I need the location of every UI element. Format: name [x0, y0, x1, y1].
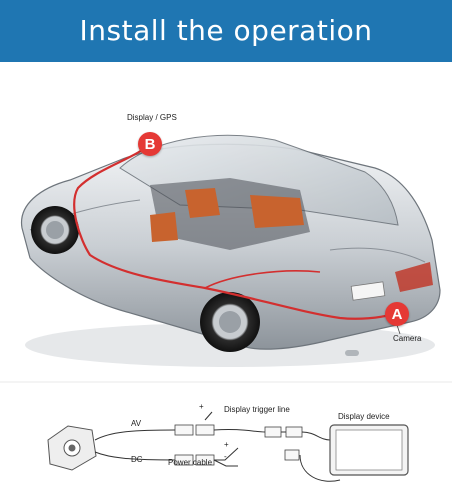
trigger-wire [204, 411, 213, 421]
point-b-badge: B [138, 132, 162, 156]
power-cable-label: Power cable [168, 458, 213, 467]
power-positive-wire [214, 447, 239, 461]
exhaust-pipe [345, 350, 359, 356]
av-cable [94, 429, 176, 441]
page-title: Install the operation [79, 13, 373, 47]
av-label: AV [131, 419, 142, 428]
display-monitor [329, 424, 409, 476]
trunk-line [329, 247, 426, 263]
power-plus-label: + [224, 440, 229, 449]
display-cable [301, 431, 331, 441]
trigger-line-label: Display trigger line [224, 405, 290, 414]
tail-light [395, 262, 433, 292]
rear-seat [250, 195, 304, 228]
dc-label: DC [131, 455, 143, 464]
av-connector [174, 424, 215, 436]
rear-wheel-hub [219, 311, 241, 333]
point-b-label: Display / GPS [127, 113, 177, 122]
driver-seat [150, 212, 178, 242]
point-a-leader [396, 324, 401, 335]
point-a-badge: A [385, 302, 409, 326]
display-power-plug [284, 449, 300, 461]
power-negative-wire [213, 459, 238, 467]
cable-branch [204, 270, 321, 289]
display-device-label: Display device [338, 412, 390, 421]
trigger-plus-label: + [199, 402, 204, 411]
header-banner: Install the operation [0, 0, 452, 62]
front-wheel-hub [46, 221, 64, 239]
front-seat [185, 188, 220, 218]
display-power-cable [299, 454, 341, 482]
dc-cable [94, 451, 176, 461]
point-a-label: Camera [393, 334, 422, 343]
camera-unit [47, 425, 97, 471]
cable-route [73, 145, 396, 320]
power-minus-label: - [224, 452, 227, 461]
license-plate [350, 281, 386, 301]
